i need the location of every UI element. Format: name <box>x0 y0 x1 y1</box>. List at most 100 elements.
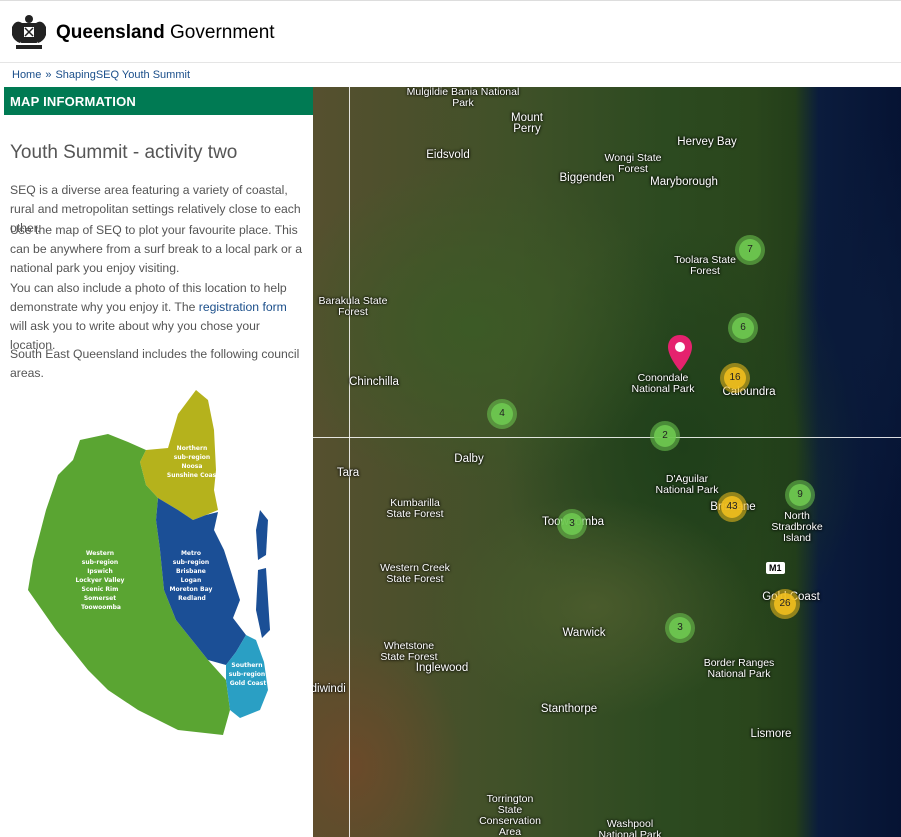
western-line: Toowoomba <box>81 604 121 611</box>
marker-cluster[interactable]: 3 <box>665 613 695 643</box>
place-label-line: National Park <box>655 484 719 496</box>
place-label-line: Washpool <box>606 818 654 830</box>
northern-subregion <box>140 390 218 520</box>
place-label-biggenden: Biggenden <box>560 172 615 184</box>
place-label-line: D'Aguilar <box>665 473 709 485</box>
place-label-line: National Park <box>707 668 771 680</box>
place-label-line: Mount <box>511 112 543 124</box>
place-label-line: Area <box>498 826 522 837</box>
place-label-line: Whetstone <box>383 640 435 652</box>
place-label-caloundra: Caloundra <box>722 386 775 398</box>
place-label-line: North <box>784 510 810 522</box>
breadcrumb-current-link[interactable]: ShapingSEQ Youth Summit <box>55 69 190 81</box>
cluster-count: 4 <box>491 403 513 425</box>
place-label-line: Eidsvold <box>426 149 470 161</box>
site-header: Queensland Government <box>0 0 901 63</box>
brand-bold: Queensland <box>56 22 165 43</box>
place-label-line: State Forest <box>380 651 438 663</box>
photo-text-before: You can also include a photo of this loc… <box>10 281 287 314</box>
western-line: Western <box>86 550 114 557</box>
map-information-panel: MAP INFORMATION Youth Summit - activity … <box>4 87 313 837</box>
place-label-line: Chinchilla <box>349 376 399 388</box>
brand-name[interactable]: Queensland Government <box>56 22 275 44</box>
place-label-inglewood: Inglewood <box>416 662 468 674</box>
brand-rest: Government <box>164 22 275 43</box>
map-grid-line-horizontal <box>313 437 901 438</box>
place-label-line: Torrington <box>486 793 534 805</box>
location-marker-icon[interactable] <box>667 335 693 371</box>
northern-line: Northern <box>177 445 208 452</box>
photo-paragraph: You can also include a photo of this loc… <box>10 279 305 355</box>
place-label-line: Tara <box>336 467 360 479</box>
metro-line: sub-region <box>173 559 209 566</box>
breadcrumb-separator: » <box>45 69 52 81</box>
marker-cluster[interactable]: 6 <box>728 313 758 343</box>
western-line: Lockyer Valley <box>75 577 124 584</box>
marker-cluster[interactable]: 7 <box>735 235 765 265</box>
metro-subregion <box>156 498 246 665</box>
queensland-crest-icon[interactable] <box>10 13 48 51</box>
marker-cluster[interactable]: 16 <box>720 363 750 393</box>
place-label-line: Toolara State <box>674 254 736 266</box>
place-label-line: Mulgildie Bania National <box>406 87 520 98</box>
place-label-dalby: Dalby <box>454 453 484 465</box>
place-label-line: Conservation <box>479 815 541 827</box>
marker-cluster[interactable]: 4 <box>487 399 517 429</box>
southern-subregion <box>226 635 268 718</box>
place-label-line: National Park <box>631 383 695 395</box>
metro-line: Metro <box>181 550 201 557</box>
breadcrumb-home-link[interactable]: Home <box>12 69 42 81</box>
western-line: sub-region <box>82 559 118 566</box>
place-label-line: State Forest <box>386 573 444 585</box>
svg-text:Western sub-region Ips: Western sub-region Ipswich Lockyer Valle… <box>75 550 126 611</box>
cluster-count: 43 <box>721 496 743 518</box>
place-label-line: Forest <box>618 163 648 175</box>
marker-cluster[interactable]: 26 <box>770 589 800 619</box>
panel-header: MAP INFORMATION <box>4 87 313 115</box>
place-label-line: Forest <box>338 306 368 318</box>
instructions-paragraph: Use the map of SEQ to plot your favourit… <box>10 223 302 275</box>
place-label-line: Lismore <box>750 728 792 740</box>
cluster-count: 3 <box>669 617 691 639</box>
place-label-line: Island <box>782 532 812 544</box>
cluster-count: 6 <box>732 317 754 339</box>
cluster-count: 3 <box>561 513 583 535</box>
place-label-eidsvold: Eidsvold <box>426 149 470 161</box>
place-label-stanthorpe: Stanthorpe <box>540 703 598 715</box>
place-label-goondiwindi: ndiwindi <box>313 683 346 695</box>
photo-text-after: will ask you to write about why you chos… <box>10 319 260 352</box>
place-label-line: Forest <box>690 265 720 277</box>
map-grid-line-vertical <box>349 87 350 837</box>
northern-line: Noosa <box>182 463 203 470</box>
registration-form-link[interactable]: registration form <box>198 300 287 314</box>
place-label-line: Hervey Bay <box>677 136 737 148</box>
place-label-line: Barakula State <box>318 295 388 307</box>
marker-cluster[interactable]: 9 <box>785 480 815 510</box>
place-label-hervey-bay: Hervey Bay <box>677 136 737 148</box>
place-label-line: Stanthorpe <box>540 703 598 715</box>
cluster-count: 2 <box>654 425 676 447</box>
marker-cluster[interactable]: 2 <box>650 421 680 451</box>
place-label-tara: Tara <box>336 467 360 479</box>
marker-cluster[interactable]: 3 <box>557 509 587 539</box>
metro-line: Redland <box>178 595 206 602</box>
place-label-chinchilla: Chinchilla <box>349 376 399 388</box>
place-label-line: Dalby <box>454 453 484 465</box>
svg-text:Southern sub-region Go: Southern sub-region Gold Coast <box>229 662 268 687</box>
western-line: Scenic Rim <box>82 586 119 593</box>
island-shape <box>256 510 268 560</box>
cluster-count: 16 <box>724 367 746 389</box>
place-label-line: Kumbarilla <box>390 497 440 509</box>
place-label-line: Stradbroke <box>771 521 823 533</box>
marker-cluster[interactable]: 43 <box>717 492 747 522</box>
northern-line: Sunshine Coast <box>167 472 219 479</box>
